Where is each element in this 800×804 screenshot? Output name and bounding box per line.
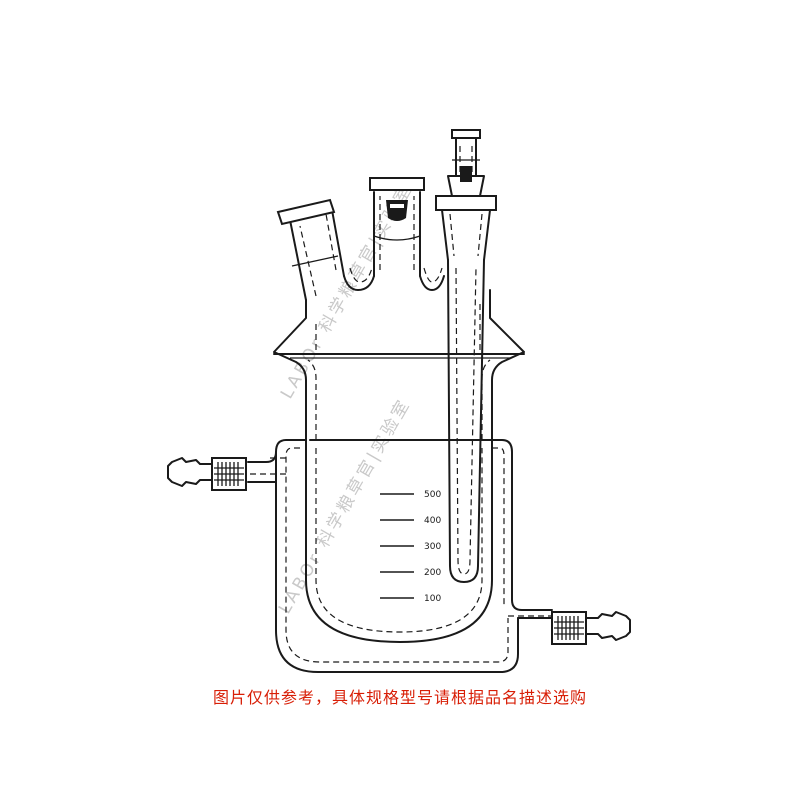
volume-scale: 500 400 300 200 100	[380, 490, 441, 604]
right-hose-barb	[585, 611, 631, 641]
watermark-text-lower: LABOr 科学粮草官|实验室	[275, 395, 415, 617]
adapter-top-rim	[451, 129, 481, 139]
scale-label-500: 500	[424, 490, 441, 500]
adapter-seal-icon	[460, 166, 472, 182]
scale-label-300: 300	[424, 542, 441, 552]
stopper-icon	[386, 200, 408, 221]
angled-neck-joint-rim	[276, 198, 336, 226]
disclaimer-caption: 图片仅供参考，具体规格型号请根据品名描述选购	[212, 688, 587, 707]
scale-label-200: 200	[424, 568, 441, 578]
center-neck	[369, 177, 425, 277]
outer-jacket	[275, 439, 519, 673]
left-hose-barb	[167, 457, 213, 487]
left-hose-inlet	[167, 451, 286, 491]
center-neck-rim	[369, 177, 425, 191]
scale-label-400: 400	[424, 516, 441, 526]
right-hose-outlet	[508, 599, 631, 645]
angled-side-neck	[276, 198, 345, 301]
scale-label-100: 100	[424, 594, 441, 604]
right-neck-rim	[435, 195, 497, 211]
inner-vessel	[305, 439, 493, 643]
thermometer-well	[435, 129, 497, 583]
